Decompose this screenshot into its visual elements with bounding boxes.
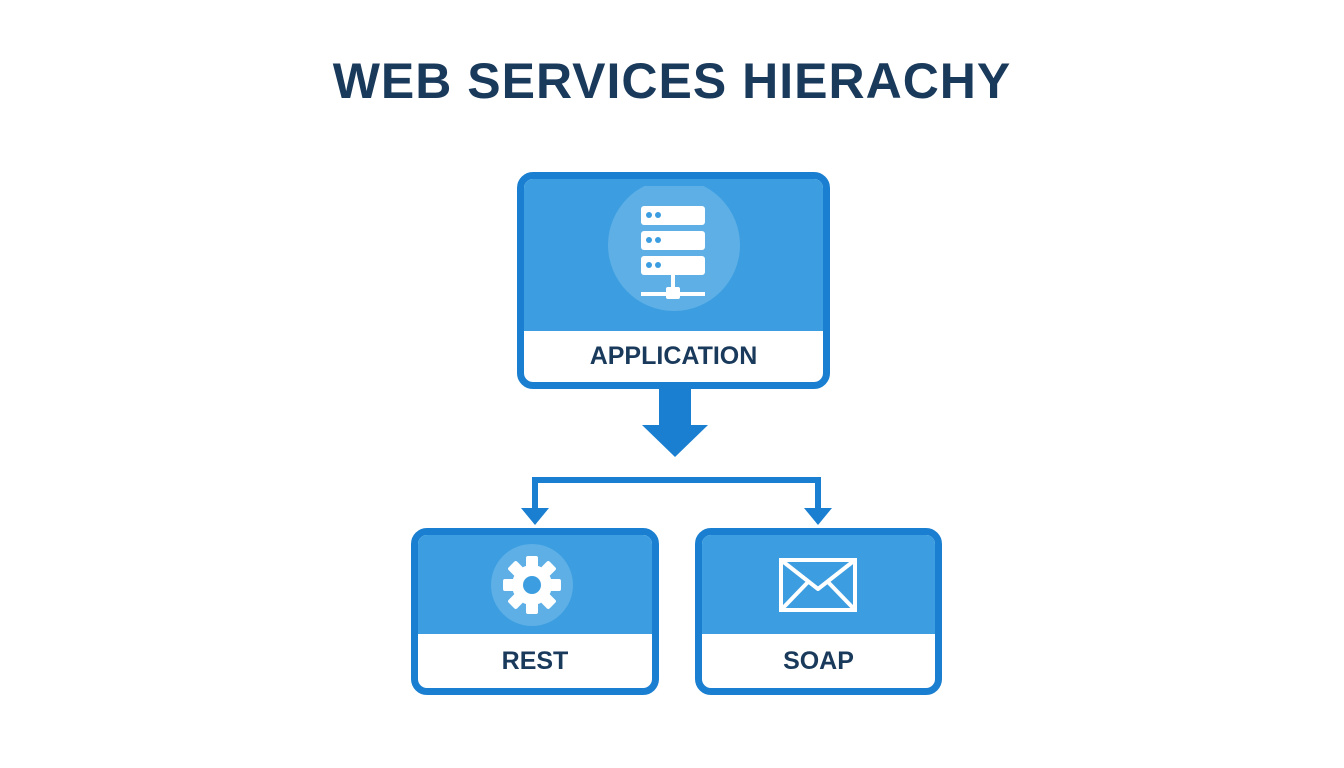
node-application-label: APPLICATION (589, 342, 758, 370)
branch-arrow-soap (804, 508, 832, 525)
envelope-icon (779, 558, 857, 612)
server-icon (608, 186, 740, 311)
main-down-arrow (642, 389, 708, 457)
node-soap-header (702, 535, 935, 634)
node-soap: SOAP (695, 528, 942, 695)
diagram-title: WEB SERVICES HIERACHY (332, 53, 1012, 109)
gear-icon (491, 544, 573, 626)
node-soap-label: SOAP (783, 646, 854, 675)
branch-connector (532, 477, 821, 510)
branch-arrow-rest (521, 508, 549, 525)
node-rest-label: REST (501, 646, 569, 675)
